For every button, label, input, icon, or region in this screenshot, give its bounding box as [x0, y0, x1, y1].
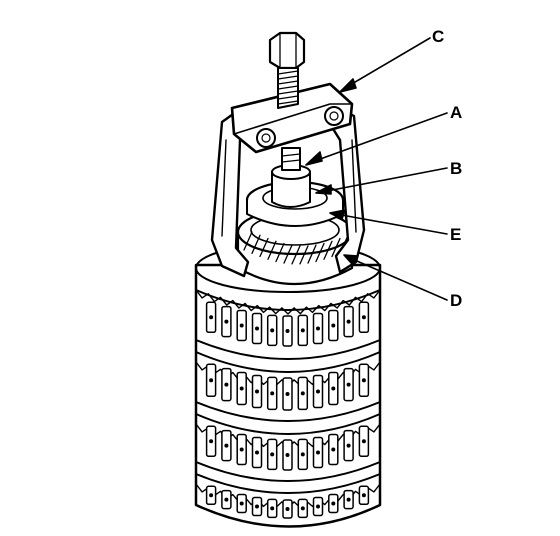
shaft-end — [271, 164, 311, 208]
gear-stack — [194, 243, 382, 528]
forcing-screw — [268, 31, 306, 171]
arrowhead-c — [339, 78, 357, 93]
leader-c — [344, 37, 431, 89]
leader-d — [349, 257, 448, 301]
callout-c: C — [432, 27, 444, 46]
arrowhead-a — [305, 151, 323, 166]
callout-a: A — [450, 103, 462, 122]
arrowhead-d — [343, 254, 359, 266]
puller-yoke — [230, 82, 354, 154]
callout-e: E — [450, 225, 461, 244]
leader-a — [311, 112, 448, 163]
callout-labels: C A B E D — [432, 27, 462, 310]
callout-d: D — [450, 291, 462, 310]
leader-e — [335, 213, 448, 235]
arrowhead-e — [329, 209, 346, 220]
leader-lines — [305, 37, 448, 301]
bearing-windows — [205, 301, 370, 519]
leader-b — [321, 167, 448, 193]
arrowhead-b — [315, 184, 332, 195]
callout-b: B — [450, 159, 462, 178]
